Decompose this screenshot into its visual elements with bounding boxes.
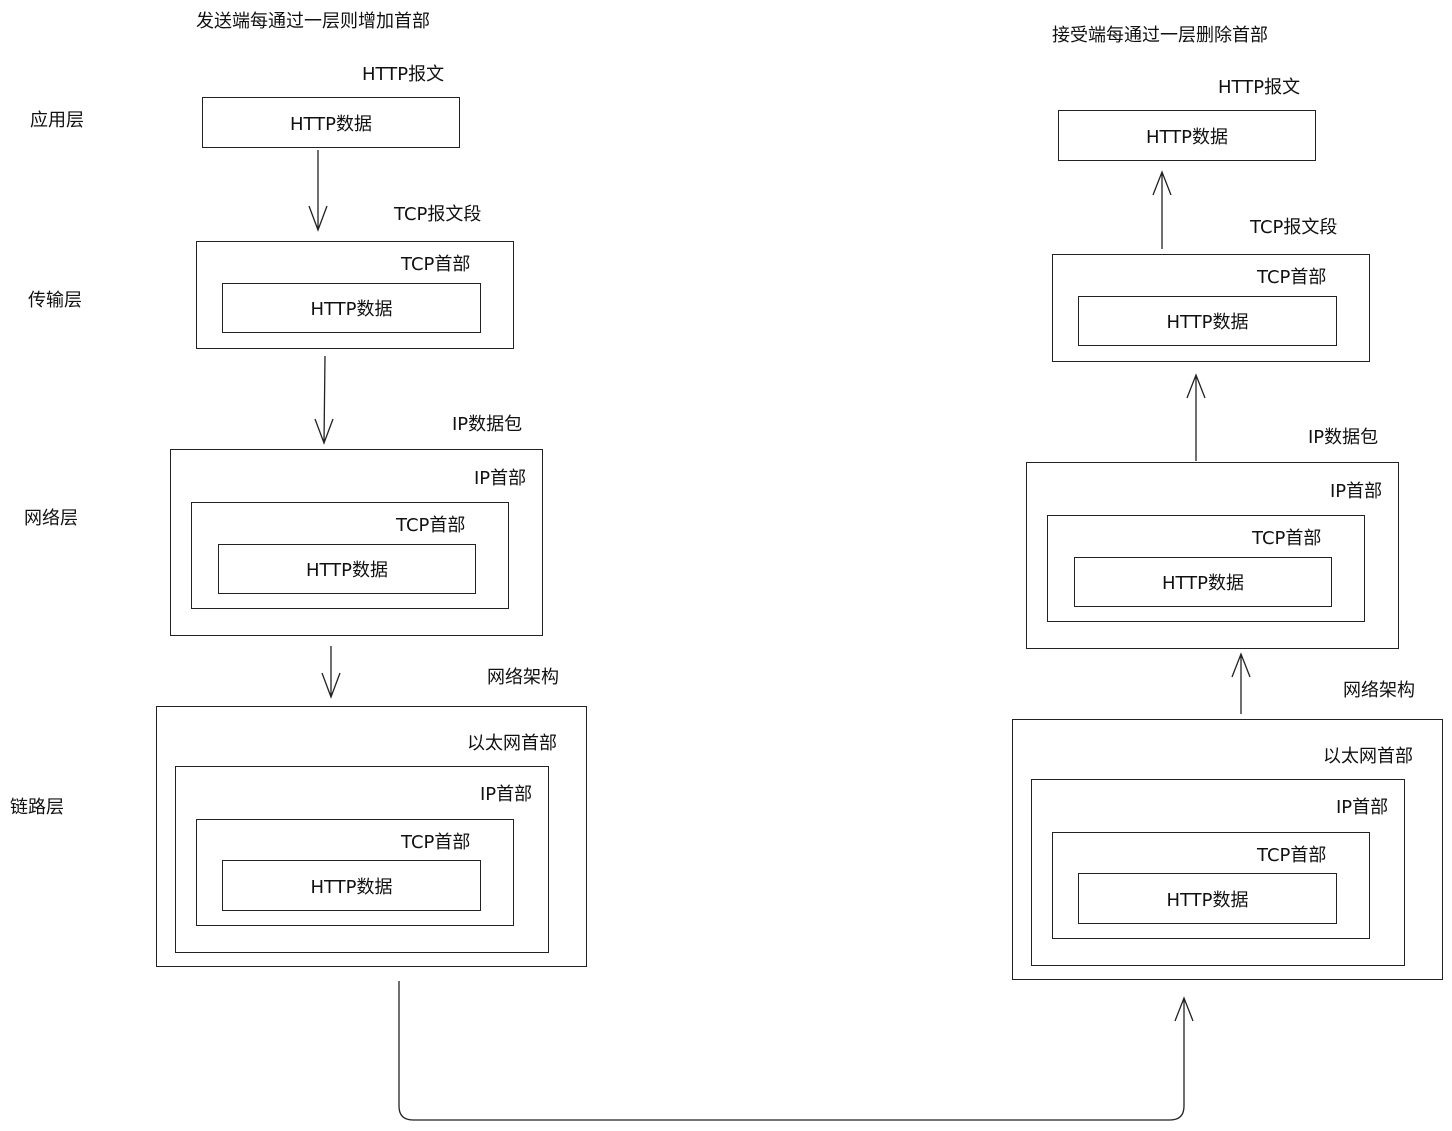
tcp-segment-label: TCP报文段 bbox=[1250, 217, 1338, 238]
tcp-segment-box: TCP首部 HTTP数据 bbox=[1052, 832, 1370, 939]
ethernet-frame-box: 以太网首部 IP首部 TCP首部 HTTP数据 bbox=[1012, 719, 1443, 980]
http-data-box: HTTP数据 bbox=[1078, 296, 1337, 346]
ip-packet-label: IP数据包 bbox=[1308, 427, 1379, 448]
ip-packet-box: IP首部 TCP首部 HTTP数据 bbox=[1031, 779, 1405, 966]
network-frame-label: 网络架构 bbox=[487, 667, 559, 688]
tcp-header-label: TCP首部 bbox=[401, 832, 471, 853]
tcp-header-label: TCP首部 bbox=[396, 515, 466, 536]
ip-header-label: IP首部 bbox=[480, 784, 533, 805]
arrow-down-icon bbox=[308, 150, 328, 232]
tcp-segment-box: TCP首部 HTTP数据 bbox=[1047, 515, 1365, 622]
http-data-box: HTTP数据 bbox=[202, 97, 460, 148]
arrow-down-icon bbox=[321, 646, 341, 699]
ip-header-label: IP首部 bbox=[1336, 797, 1389, 818]
sender-title: 发送端每通过一层则增加首部 bbox=[196, 11, 430, 32]
tcp-header-label: TCP首部 bbox=[1257, 845, 1327, 866]
ip-packet-box: IP首部 TCP首部 HTTP数据 bbox=[175, 766, 549, 953]
layer-label-application: 应用层 bbox=[30, 110, 84, 131]
http-message-label: HTTP报文 bbox=[1218, 77, 1301, 98]
ethernet-header-label: 以太网首部 bbox=[467, 733, 557, 754]
tcp-segment-box: TCP首部 HTTP数据 bbox=[191, 502, 509, 609]
ethernet-header-label: 以太网首部 bbox=[1323, 746, 1413, 767]
http-data-box: HTTP数据 bbox=[222, 860, 481, 911]
tcp-header-label: TCP首部 bbox=[1257, 267, 1327, 288]
tcp-segment-box: TCP首部 HTTP数据 bbox=[1052, 254, 1370, 362]
arrow-up-icon bbox=[1231, 652, 1251, 714]
arrow-down-icon bbox=[314, 355, 334, 445]
receiver-title: 接受端每通过一层删除首部 bbox=[1052, 25, 1268, 46]
ip-packet-box: IP首部 TCP首部 HTTP数据 bbox=[170, 449, 543, 636]
http-data-box: HTTP数据 bbox=[1058, 110, 1316, 161]
arrow-up-icon bbox=[1152, 170, 1172, 249]
ip-packet-label: IP数据包 bbox=[452, 414, 523, 435]
ethernet-frame-box: 以太网首部 IP首部 TCP首部 HTTP数据 bbox=[156, 706, 587, 967]
tcp-segment-box: TCP首部 HTTP数据 bbox=[196, 819, 514, 926]
tcp-header-label: TCP首部 bbox=[401, 254, 471, 275]
tcp-header-label: TCP首部 bbox=[1252, 528, 1322, 549]
layer-label-link: 链路层 bbox=[10, 797, 64, 818]
layer-label-transport: 传输层 bbox=[28, 290, 82, 311]
http-data-box: HTTP数据 bbox=[1074, 557, 1332, 607]
http-data-box: HTTP数据 bbox=[1078, 873, 1337, 924]
layer-label-network: 网络层 bbox=[24, 508, 78, 529]
ip-header-label: IP首部 bbox=[1330, 481, 1383, 502]
tcp-segment-box: TCP首部 HTTP数据 bbox=[196, 241, 514, 349]
ip-header-label: IP首部 bbox=[474, 468, 527, 489]
http-data-box: HTTP数据 bbox=[218, 544, 476, 594]
http-message-label: HTTP报文 bbox=[362, 64, 445, 85]
ip-packet-box: IP首部 TCP首部 HTTP数据 bbox=[1026, 462, 1399, 649]
transmission-arrow-icon bbox=[398, 981, 1194, 1121]
arrow-up-icon bbox=[1186, 373, 1206, 461]
tcp-segment-label: TCP报文段 bbox=[394, 204, 482, 225]
network-frame-label: 网络架构 bbox=[1343, 680, 1415, 701]
http-data-box: HTTP数据 bbox=[222, 283, 481, 333]
